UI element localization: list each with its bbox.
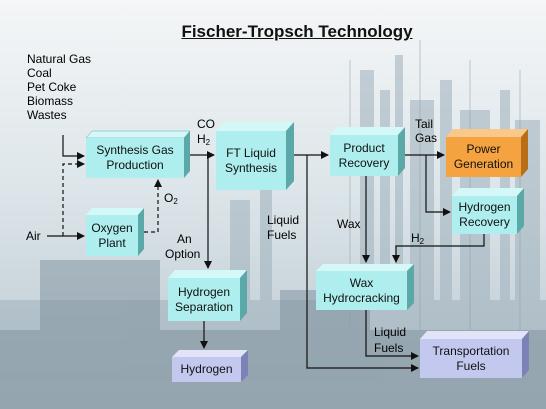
hydrogen-separation-label: Hydrogen Separation (174, 284, 234, 314)
air-dashed-arrow (62, 160, 85, 236)
page-title: Fischer-Tropsch Technology (181, 22, 413, 41)
h2-recycle-label: H2 (411, 231, 425, 246)
hydrocracking-fuels-arrow (365, 310, 419, 360)
h2-recycle-arrow (392, 234, 485, 263)
feedstock-item: Natural Gas (27, 52, 92, 66)
product-recovery-label: Product Recovery (338, 140, 390, 170)
transportation-fuels-box (420, 331, 529, 378)
wax-hydrocracking-box (316, 264, 414, 310)
synthesis-gas-label: Synthesis Gas Production (96, 143, 174, 172)
synthesis-gas-box (85, 130, 191, 178)
feedstock-item: Wastes (27, 108, 67, 122)
oxygen-plant-box (86, 208, 144, 256)
power-generation-label: Power Generation (453, 142, 514, 171)
to-hydrogen-recovery-arrow (425, 155, 451, 216)
feedstock-item: Pet Coke (27, 80, 77, 94)
h2-label: H2 (197, 132, 211, 147)
hydrogen-label: Hydrogen (180, 362, 233, 376)
fuels-label-2: Fuels (374, 341, 404, 355)
liquid-fuels-label-2: Fuels (267, 228, 297, 242)
o2-dashed-arrow (144, 179, 162, 233)
oxygen-plant-label: Oxygen Plant (91, 220, 133, 250)
power-generation-box (446, 129, 528, 177)
ft-synthesis-box (216, 122, 294, 190)
hydrogen-recovery-box (452, 188, 524, 234)
feed-arrow (62, 135, 85, 160)
feedstock-list: Natural Gas Coal Pet Coke Biomass Wastes (27, 52, 91, 122)
transportation-fuels-label: Transportation Fuels (432, 343, 510, 373)
option-label: Option (165, 247, 201, 261)
tail-label: Tail (415, 117, 434, 131)
liquid-fuels-label-1: Liquid (267, 213, 300, 227)
ft-synthesis-label: FT Liquid Synthesis (224, 145, 278, 175)
product-recovery-box (330, 127, 405, 176)
an-label: An (177, 232, 192, 246)
co-label: CO (197, 117, 215, 131)
hydrogen-recovery-label: Hydrogen Recovery (458, 200, 511, 229)
o2-label: O2 (164, 191, 178, 206)
wax-label: Wax (337, 217, 361, 231)
gas-label: Gas (415, 131, 438, 145)
liquid-fuels-arrow (306, 155, 419, 372)
hydrogen-box (172, 350, 248, 382)
hydrogen-separation-box (168, 270, 247, 321)
wax-hydrocracking-label: Wax Hydrocracking (323, 275, 400, 305)
air-label: Air (26, 229, 41, 243)
feedstock-item: Coal (27, 66, 52, 80)
liquid-label-2: Liquid (374, 325, 407, 339)
feedstock-item: Biomass (27, 94, 74, 108)
